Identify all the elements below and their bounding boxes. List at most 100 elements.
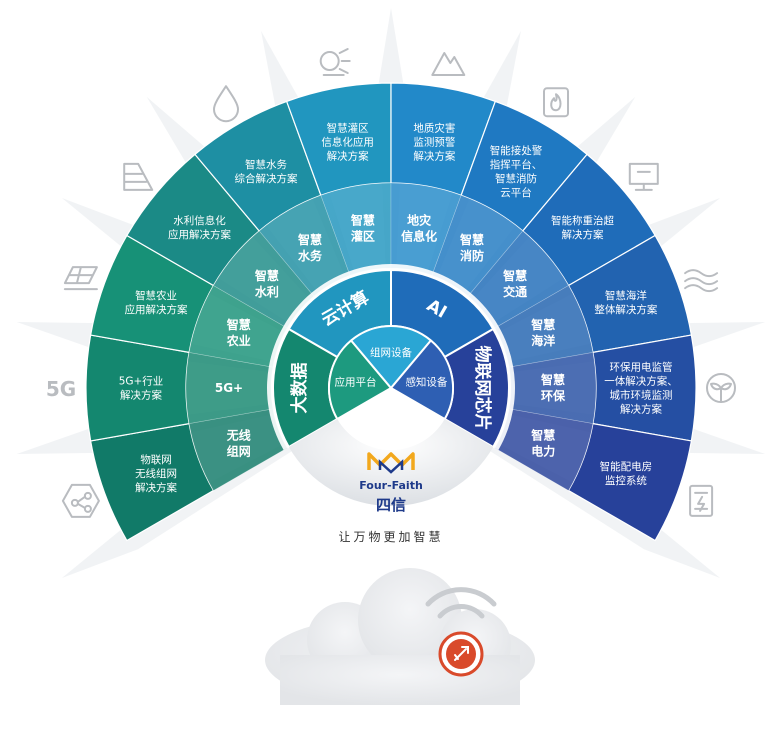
solution-segment[interactable]: 智能称重治超解决方案: [521, 153, 656, 287]
industry-segment[interactable]: 5G+: [215, 381, 243, 395]
industry-label-line: 智慧: [530, 317, 555, 332]
industry-segment[interactable]: 智慧电力: [530, 428, 555, 459]
solution-label-line: 应用解决方案: [168, 228, 231, 241]
industry-label-line: 智慧: [254, 268, 279, 283]
industry-label-line: 智慧: [459, 232, 484, 247]
rocket-icon[interactable]: [438, 631, 484, 677]
solution-label-line: 智慧灌区: [327, 121, 369, 134]
technology-label: 物联网芯片: [472, 346, 493, 431]
industry-segment[interactable]: 地灾信息化: [401, 213, 437, 244]
industry-segment[interactable]: 智慧海洋: [530, 317, 555, 348]
solution-label: 智能配电房监控系统: [600, 460, 653, 487]
solution-label-line: 无线组网: [135, 467, 177, 480]
solution-label-line: 综合解决方案: [235, 172, 298, 185]
solution-label-line: 智慧海洋: [605, 289, 647, 302]
four-faith-logo: Four-Faith 四信: [359, 452, 423, 514]
industry-label-line: 消防: [460, 248, 484, 263]
solution-label-line: 智能接处警: [490, 144, 543, 157]
industry-label-line: 海洋: [531, 333, 555, 348]
weighing-scale-icon: [628, 162, 659, 191]
industry-label-line: 电力: [531, 444, 555, 459]
industry-label-line: 地灾: [407, 213, 432, 228]
technology-segment[interactable]: 物联网芯片: [443, 327, 510, 449]
solution-label-line: 监测预警: [413, 135, 455, 148]
wifi-signal-icon: [425, 587, 497, 619]
industry-segment[interactable]: 智慧水利: [254, 268, 279, 299]
solution-label-line: 解决方案: [135, 481, 177, 494]
industry-label: 智慧水务: [297, 232, 323, 263]
industry-segment[interactable]: 智慧环保: [540, 372, 566, 403]
industry-label-line: 水务: [298, 248, 323, 263]
industry-label-line: 水利: [255, 284, 279, 299]
industry-label-line: 环保: [541, 388, 566, 403]
solution-label: 智能接处警指挥平台、智慧消防云平台: [490, 144, 543, 199]
solution-segment[interactable]: 智慧农业应用解决方案: [89, 234, 215, 354]
solution-segment[interactable]: 物联网无线组网解决方案: [89, 422, 215, 542]
industry-label: 无线组网: [226, 428, 251, 459]
solution-label: 智能称重治超解决方案: [551, 214, 614, 241]
solution-segment[interactable]: 智慧灌区信息化应用解决方案: [285, 82, 392, 197]
industry-label-line: 交通: [503, 284, 527, 299]
solution-label-line: 解决方案: [620, 403, 662, 416]
solution-segment[interactable]: 智能接处警指挥平台、智慧消防云平台: [460, 100, 588, 232]
network-icon: [61, 483, 100, 518]
solution-label-line: 智慧水务: [245, 158, 287, 171]
solution-label-line: 水利信息化: [173, 214, 226, 227]
solution-segment[interactable]: 智慧水务综合解决方案: [194, 100, 322, 232]
solution-label: 环保用电监管一体解决方案、城市环境监测解决方案: [604, 361, 678, 416]
mountain-icon: [431, 52, 466, 77]
ocean-wave-icon: [684, 269, 719, 293]
5g-icon: 5G: [46, 377, 76, 401]
industry-label: 智慧灌区: [350, 213, 375, 244]
industry-label-line: 无线: [226, 428, 251, 443]
industry-label-line: 灌区: [350, 229, 375, 244]
hub-center: [337, 388, 445, 450]
peripheral-icons: 5G: [46, 48, 736, 518]
power-meter-icon: [689, 484, 714, 517]
solution-label-line: 信息化应用: [321, 135, 374, 148]
brand-name: Four-Faith: [359, 479, 423, 492]
solution-label-line: 监控系统: [605, 474, 647, 487]
industry-label: 智慧海洋: [530, 317, 555, 348]
cloud-base: [265, 568, 535, 705]
industry-ring: 无线组网5G+智慧农业智慧水利智慧水务智慧灌区地灾信息化智慧消防智慧交通智慧海洋…: [185, 182, 597, 491]
device-segment[interactable]: 组网设备: [349, 325, 433, 390]
technology-label: 大数据: [289, 363, 310, 414]
industry-segment[interactable]: 智慧农业: [226, 317, 251, 348]
industry-segment[interactable]: 智慧水务: [297, 232, 323, 263]
industry-label-line: 5G+: [215, 381, 243, 395]
solution-segment[interactable]: 地质灾害监测预警解决方案: [390, 82, 497, 197]
solution-segment[interactable]: 环保用电监管一体解决方案、城市环境监测解决方案: [592, 334, 697, 442]
industry-segment[interactable]: 智慧交通: [502, 268, 527, 299]
solution-segment-shape[interactable]: [592, 334, 697, 442]
solution-label: 智慧水务综合解决方案: [235, 158, 298, 185]
solution-segment-shape[interactable]: [85, 334, 190, 442]
solution-label-line: 智能称重治超: [551, 214, 614, 227]
solution-label-line: 整体解决方案: [594, 303, 657, 316]
solution-segment[interactable]: 5G+行业解决方案: [85, 334, 190, 442]
industry-label-line: 组网: [227, 444, 251, 459]
solution-label: 5G+行业解决方案: [119, 375, 164, 402]
device-segment[interactable]: 感知设备: [389, 339, 454, 421]
solution-label-line: 智慧农业: [135, 289, 177, 302]
industry-label-line: 智慧: [502, 268, 527, 283]
technology-segment[interactable]: 大数据: [272, 327, 339, 449]
solution-label-line: 解决方案: [562, 228, 604, 241]
solution-label-line: 智慧消防: [495, 172, 537, 185]
industry-segment[interactable]: 智慧消防: [459, 232, 484, 263]
solution-label-line: 解决方案: [327, 149, 369, 162]
industry-label-line: 智慧: [297, 232, 322, 247]
solution-label-line: 城市环境监测: [610, 389, 673, 402]
solution-label-line: 物联网: [140, 453, 172, 466]
industry-segment[interactable]: 智慧灌区: [350, 213, 375, 244]
industry-label-line: 智慧: [530, 428, 555, 443]
device-segment-shape[interactable]: [389, 339, 454, 421]
solution-label: 智慧农业应用解决方案: [125, 289, 188, 316]
industry-label: 智慧消防: [459, 232, 484, 263]
device-label: 组网设备: [370, 346, 412, 359]
industry-segment[interactable]: 无线组网: [226, 428, 251, 459]
solution-label: 物联网无线组网解决方案: [135, 453, 177, 494]
slogan: 让万物更加智慧: [338, 529, 443, 544]
